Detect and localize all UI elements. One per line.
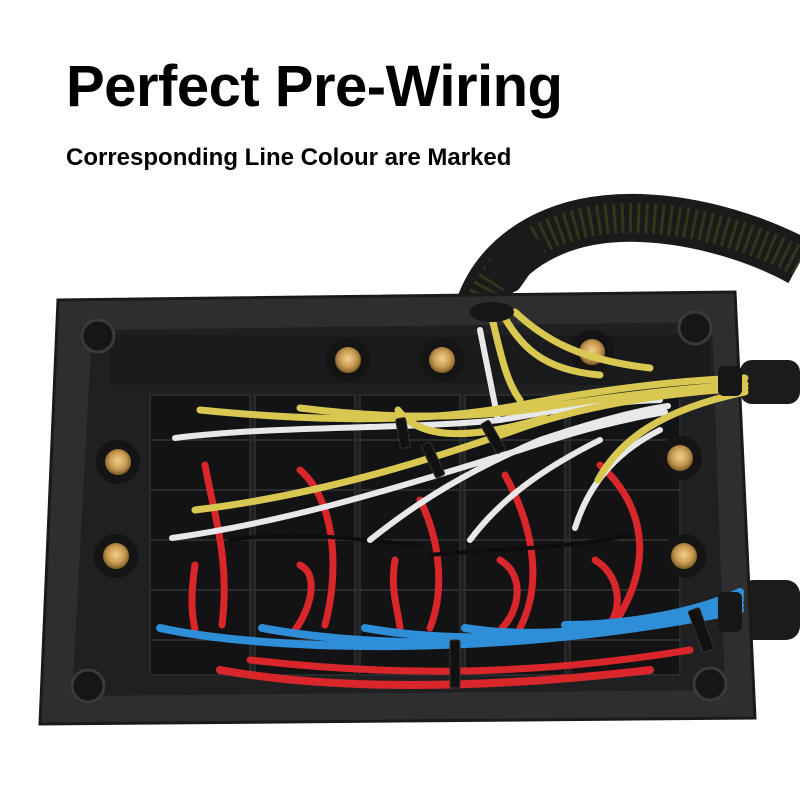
harness-sleeve	[457, 193, 800, 315]
page-title: Perfect Pre-Wiring	[66, 54, 563, 119]
black-wires	[228, 533, 632, 557]
mounting-posts	[70, 310, 728, 704]
cable-grommets	[470, 302, 742, 632]
product-photo	[0, 190, 800, 770]
cable-ties	[395, 417, 715, 689]
page-subtitle: Corresponding Line Colour are Marked	[66, 144, 512, 171]
side-conduits	[740, 360, 800, 640]
